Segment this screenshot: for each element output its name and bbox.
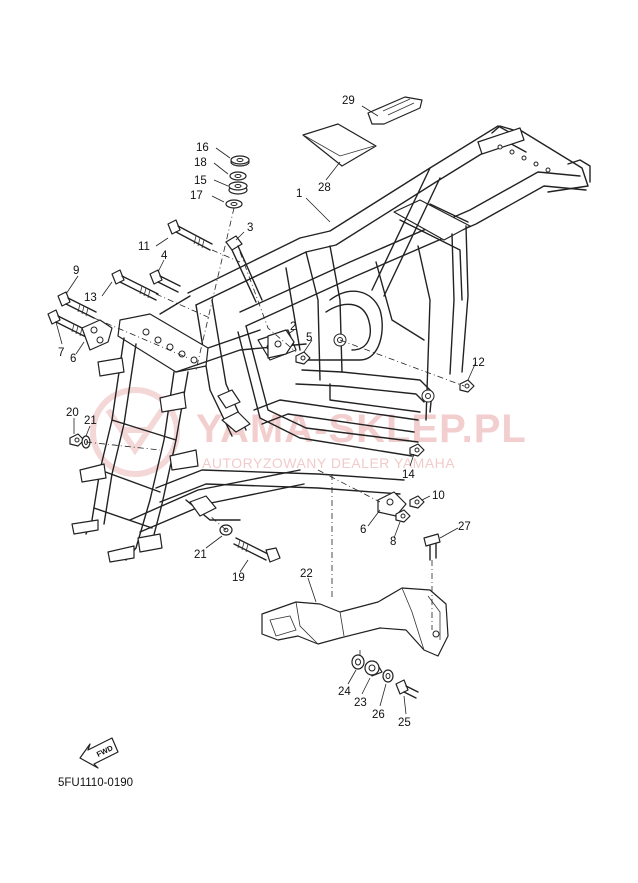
assembly-lines bbox=[85, 207, 465, 656]
part-27-bolt bbox=[423, 533, 441, 561]
part-19-bolt bbox=[233, 537, 281, 563]
label-16: 16 bbox=[196, 142, 209, 154]
label-21-upper: 21 bbox=[84, 415, 97, 427]
part-13-bolt bbox=[111, 269, 159, 301]
part-2-plate bbox=[267, 329, 295, 359]
label-29: 29 bbox=[342, 95, 355, 107]
part-22-guard bbox=[261, 587, 449, 657]
part-16-washer bbox=[230, 155, 250, 167]
label-10: 10 bbox=[432, 490, 445, 502]
watermark-main-text: YAMA-SKLEP.PL bbox=[196, 407, 527, 451]
label-19: 19 bbox=[232, 572, 245, 584]
leader-lines bbox=[55, 105, 477, 715]
part-28-plate bbox=[302, 123, 377, 167]
label-13: 13 bbox=[84, 292, 97, 304]
label-12: 12 bbox=[472, 357, 485, 369]
part-14-nut bbox=[409, 443, 425, 457]
label-7: 7 bbox=[58, 347, 64, 359]
label-26: 26 bbox=[372, 709, 385, 721]
part-24-collar bbox=[351, 654, 365, 670]
label-3: 3 bbox=[247, 222, 253, 234]
part-3-bolt bbox=[225, 235, 263, 303]
watermark: YAMA-SKLEP.PL AUTORYZOWANY DEALER YAMAHA bbox=[90, 387, 527, 477]
fwd-arrow: FWD bbox=[79, 737, 119, 769]
part-11-bolt bbox=[167, 219, 213, 251]
label-17: 17 bbox=[190, 190, 203, 202]
part-5-nut bbox=[295, 351, 311, 365]
label-24: 24 bbox=[338, 686, 351, 698]
part-12-nut bbox=[459, 379, 475, 393]
diagram-code: 5FU1110-0190 bbox=[58, 777, 133, 789]
part-4-bolt bbox=[149, 269, 181, 293]
part-6-plate-rear bbox=[377, 491, 407, 517]
part-18-washer bbox=[229, 171, 247, 181]
part-1-main-frame bbox=[129, 125, 591, 533]
label-9: 9 bbox=[73, 265, 79, 277]
label-20: 20 bbox=[66, 407, 79, 419]
label-1: 1 bbox=[296, 188, 302, 200]
label-21-lower: 21 bbox=[194, 549, 207, 561]
label-22: 22 bbox=[300, 568, 313, 580]
label-15: 15 bbox=[194, 175, 207, 187]
label-23: 23 bbox=[354, 697, 367, 709]
label-27: 27 bbox=[458, 521, 471, 533]
part-26-washer bbox=[382, 669, 394, 683]
part-9-bolt bbox=[57, 291, 97, 319]
part-17-washer bbox=[225, 199, 243, 209]
label-28: 28 bbox=[318, 182, 331, 194]
label-6-front: 6 bbox=[70, 353, 76, 365]
part-6-plate-front bbox=[81, 319, 113, 351]
part-8-nut bbox=[395, 509, 411, 523]
part-29-bracket bbox=[367, 96, 423, 125]
watermark-sub-text: AUTORYZOWANY DEALER YAMAHA bbox=[202, 455, 455, 471]
part-15-bushing bbox=[228, 181, 248, 195]
front-subframe bbox=[71, 295, 307, 563]
part-25-bolt bbox=[395, 679, 419, 699]
part-10-nut bbox=[409, 495, 425, 509]
part-20-nut bbox=[69, 433, 85, 447]
label-6-rear: 6 bbox=[360, 524, 366, 536]
part-labels: 29 28 1 16 18 15 17 11 3 4 13 9 7 6 2 5 … bbox=[58, 95, 485, 729]
part-23-bushing bbox=[364, 660, 383, 677]
label-4: 4 bbox=[161, 250, 168, 262]
label-5: 5 bbox=[306, 332, 312, 344]
label-14: 14 bbox=[402, 469, 415, 481]
label-8: 8 bbox=[390, 536, 396, 548]
label-11: 11 bbox=[138, 241, 150, 253]
label-18: 18 bbox=[194, 157, 207, 169]
label-2: 2 bbox=[290, 321, 296, 333]
label-25: 25 bbox=[398, 717, 411, 729]
